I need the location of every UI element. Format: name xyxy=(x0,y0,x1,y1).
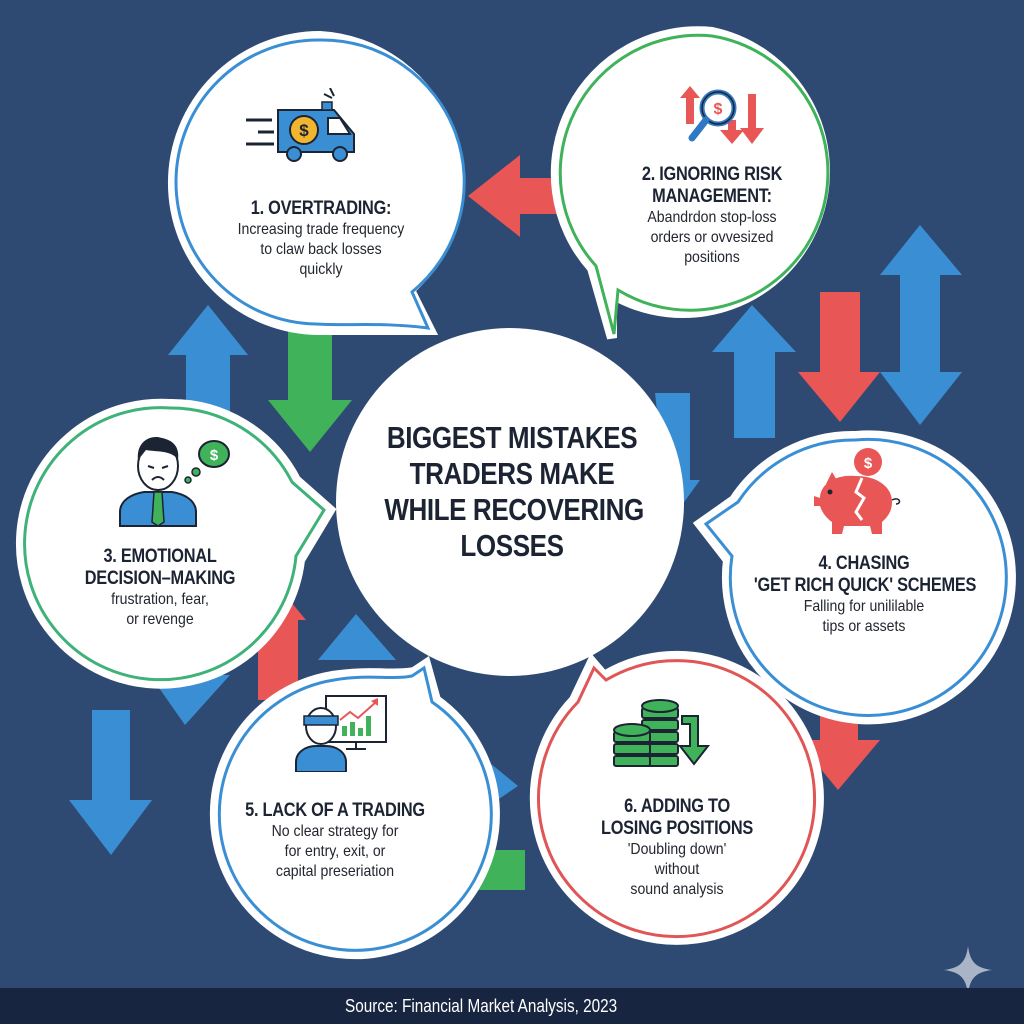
mistake-desc: capital preseriation xyxy=(275,863,395,880)
mistake-desc: without xyxy=(654,861,700,878)
speeding-van-dollar-icon: $ xyxy=(246,88,355,162)
broken-piggy-bank-icon: $ xyxy=(814,448,901,534)
mistake-desc: 'Doubling down' xyxy=(627,841,727,858)
mistake-title: 4. CHASING xyxy=(818,553,910,574)
green-down-arrow-icon xyxy=(268,330,352,452)
mistake-desc: Abandrdon stop-loss xyxy=(647,209,777,226)
mistake-desc: quickly xyxy=(299,261,343,278)
blue-up-arrow-icon xyxy=(712,305,796,438)
blindfolded-trader-chart-icon xyxy=(295,695,387,772)
mistake-desc: tips or assets xyxy=(822,618,906,635)
mistake-card-6: 6. ADDING TO LOSING POSITIONS 'Doubling … xyxy=(565,796,789,900)
red-down-arrow-icon xyxy=(798,292,880,422)
mistake-title: 6. ADDING TO xyxy=(624,796,730,817)
blue-down-arrow-icon xyxy=(69,710,152,855)
mistake-desc: for entry, exit, or xyxy=(284,843,386,860)
mistake-card-4: 4. CHASING 'GET RICH QUICK' SCHEMES Fall… xyxy=(736,553,992,637)
mistake-title: 5. LACK OF A TRADING xyxy=(245,800,425,821)
svg-text:$: $ xyxy=(864,455,873,472)
red-down-arrow-icon xyxy=(797,688,880,790)
red-left-arrow-icon xyxy=(468,155,580,237)
svg-text:$: $ xyxy=(299,121,309,140)
svg-text:$: $ xyxy=(714,101,723,118)
mistake-card-3: 3. EMOTIONAL DECISION–MAKING frustration… xyxy=(60,546,260,630)
magnifier-dollar-arrows-icon: $ xyxy=(680,86,764,144)
mistake-desc: No clear strategy for xyxy=(271,823,399,840)
mistake-title: 'GET RICH QUICK' SCHEMES xyxy=(753,575,977,596)
svg-text:$: $ xyxy=(210,447,219,464)
blue-updown-arrow-icon xyxy=(880,225,962,425)
mistake-title: 1. OVERTRADING: xyxy=(250,198,392,219)
blue-right-arrow-icon xyxy=(468,745,518,820)
mistake-desc: Falling for unililable xyxy=(803,598,925,615)
mistake-title: DECISION–MAKING xyxy=(84,568,236,589)
mistake-title: LOSING POSITIONS xyxy=(600,818,754,839)
mistake-card-1: 1. OVERTRADING: Increasing trade frequen… xyxy=(196,198,446,280)
blue-down-arrow-icon xyxy=(150,675,230,725)
mistake-desc: or revenge xyxy=(126,611,194,628)
mistake-desc: sound analysis xyxy=(630,881,724,898)
source-citation: Source: Financial Market Analysis, 2023 xyxy=(345,996,618,1016)
sparkle-icon xyxy=(944,946,992,994)
mistake-title: 3. EMOTIONAL xyxy=(103,546,217,567)
sad-trader-thought-dollar-icon: $ xyxy=(119,436,230,527)
footer-bar: Source: Financial Market Analysis, 2023 xyxy=(0,988,1024,1024)
mistake-card-2: 2. IGNORING RISK MANAGEMENT: Abandrdon s… xyxy=(592,164,832,268)
mistake-title: 2. IGNORING RISK xyxy=(641,164,783,185)
blue-up-arrow-icon xyxy=(168,305,248,420)
mistake-desc: frustration, fear, xyxy=(111,591,209,608)
mistake-title: MANAGEMENT: xyxy=(652,186,772,207)
mistake-desc: orders or ovvesized xyxy=(650,229,774,246)
mistake-desc: Increasing trade frequency xyxy=(237,221,405,238)
mistake-desc: positions xyxy=(684,249,740,266)
green-bar xyxy=(445,850,525,890)
mistake-desc: to claw back losses xyxy=(260,241,382,258)
coin-stack-down-arrow-icon xyxy=(613,699,711,767)
center-title: BIGGEST MISTAKES TRADERS MAKE WHILE RECO… xyxy=(384,420,644,563)
blue-up-arrow-icon xyxy=(318,614,396,660)
mistake-card-5: 5. LACK OF A TRADING No clear strategy f… xyxy=(220,800,450,882)
